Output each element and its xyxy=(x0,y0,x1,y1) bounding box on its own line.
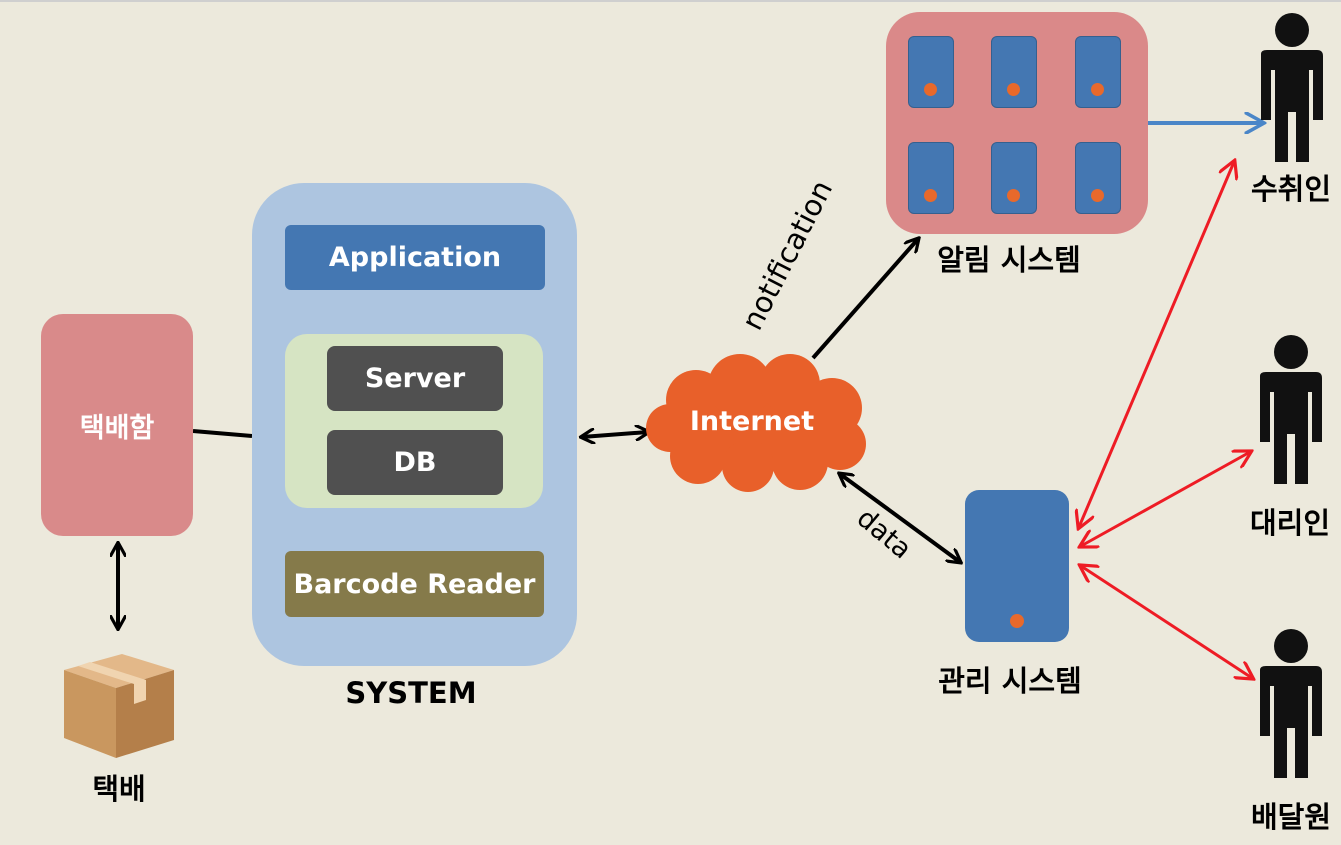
db-box: DB xyxy=(327,430,503,495)
server-label: Server xyxy=(364,363,466,394)
internet-notification-arrow xyxy=(811,239,918,360)
management-system-label: 관리 시스템 xyxy=(938,664,1082,698)
management-courier-arrow xyxy=(1081,566,1252,678)
server-unit-icon xyxy=(991,36,1037,108)
top-border xyxy=(0,0,1341,2)
device-icon xyxy=(965,490,1069,642)
application-box: Application xyxy=(285,225,545,290)
server-unit-icon xyxy=(908,142,954,214)
parcel-box-icon xyxy=(64,654,174,758)
internet-management-arrow xyxy=(840,474,960,562)
system-internet-arrow xyxy=(582,432,648,437)
db-label: DB xyxy=(393,447,437,478)
barcode-reader-label: Barcode Reader xyxy=(293,568,536,600)
server-unit-icon xyxy=(908,36,954,108)
parcel-box-label: 택배함 xyxy=(79,412,155,444)
parcel-box: 택배함 xyxy=(41,314,193,536)
courier-label: 배달원 xyxy=(1250,800,1332,834)
server-unit-icon xyxy=(991,142,1037,214)
application-label: Application xyxy=(328,242,502,273)
management-proxy-arrow xyxy=(1081,452,1250,546)
internet-label: Internet xyxy=(689,406,815,437)
system-label: SYSTEM xyxy=(345,676,477,710)
server-box: Server xyxy=(327,346,503,411)
cloud-icon xyxy=(646,354,866,492)
notification-system-rack xyxy=(886,12,1148,234)
server-unit-icon xyxy=(1075,142,1121,214)
barcode-reader-box: Barcode Reader xyxy=(285,551,544,617)
person-icon xyxy=(1260,629,1322,778)
proxy-label: 대리인 xyxy=(1249,506,1331,540)
recipient-label: 수취인 xyxy=(1250,172,1332,206)
server-unit-icon xyxy=(1075,36,1121,108)
parcel-label: 택배 xyxy=(92,772,146,806)
notification-system-label: 알림 시스템 xyxy=(937,243,1081,277)
person-icon xyxy=(1260,335,1322,484)
parcelbox-system-line xyxy=(192,429,253,438)
person-icon xyxy=(1261,13,1323,162)
